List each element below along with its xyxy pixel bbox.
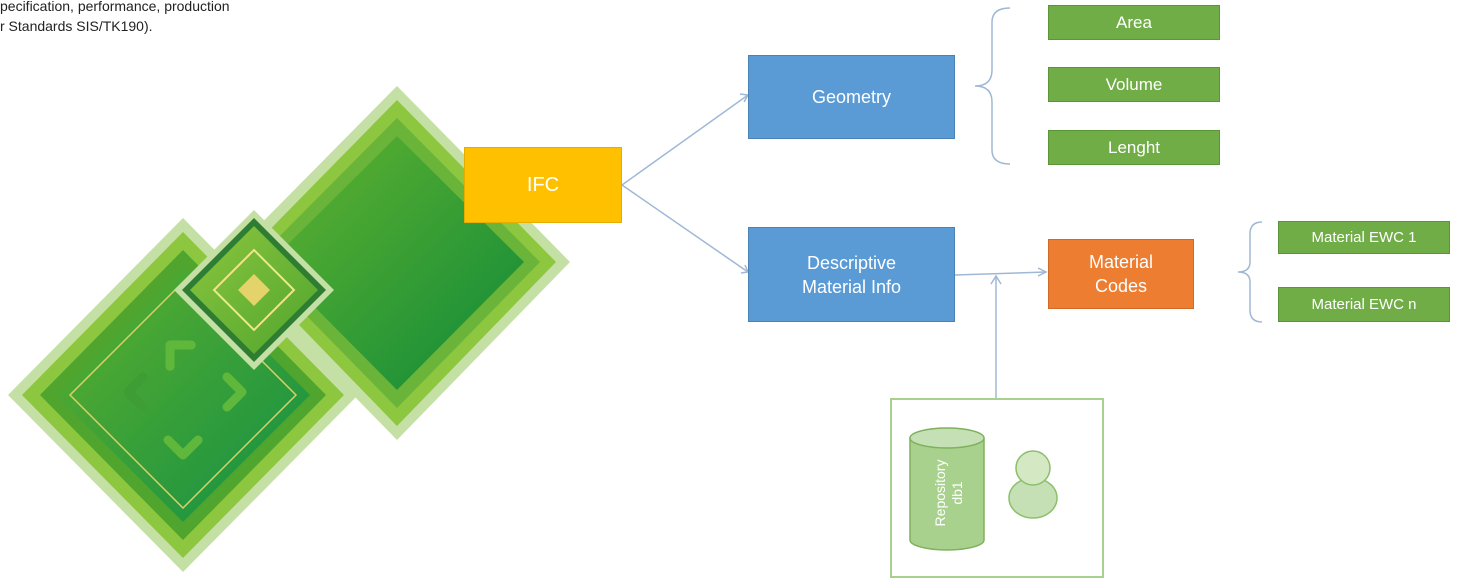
material-ewc-1-node[interactable]: Material EWC 1 — [1278, 221, 1450, 254]
geometry-node[interactable]: Geometry — [748, 55, 955, 139]
material-ewc-n-node[interactable]: Material EWC n — [1278, 287, 1450, 322]
area-node[interactable]: Area — [1048, 5, 1220, 40]
descriptive-material-info-node[interactable]: Descriptive Material Info — [748, 227, 955, 322]
brace-material-codes — [1237, 221, 1263, 323]
connector-ifc-geometry — [621, 94, 749, 186]
connector-descriptive-codes — [954, 271, 1047, 276]
connector-ifc-descriptive — [621, 184, 749, 273]
caption-line-2: r Standards SIS/TK190). — [0, 18, 153, 34]
user-icon — [1008, 450, 1058, 519]
logo-diamond-small — [174, 210, 334, 370]
brace-geometry — [974, 7, 1011, 165]
material-codes-node[interactable]: Material Codes — [1048, 239, 1194, 309]
arrow-head-repository — [990, 274, 1002, 285]
caption-text: pecification, performance, production r … — [0, 0, 230, 36]
arrow-head-codes — [1037, 267, 1048, 277]
ifc-node[interactable]: IFC — [464, 147, 622, 223]
database-icon: Repositorydb1 — [909, 427, 985, 551]
length-node[interactable]: Lenght — [1048, 130, 1220, 165]
repository-label: Repositorydb1 — [932, 460, 965, 527]
caption-line-1: pecification, performance, production — [0, 0, 230, 14]
volume-node[interactable]: Volume — [1048, 67, 1220, 102]
